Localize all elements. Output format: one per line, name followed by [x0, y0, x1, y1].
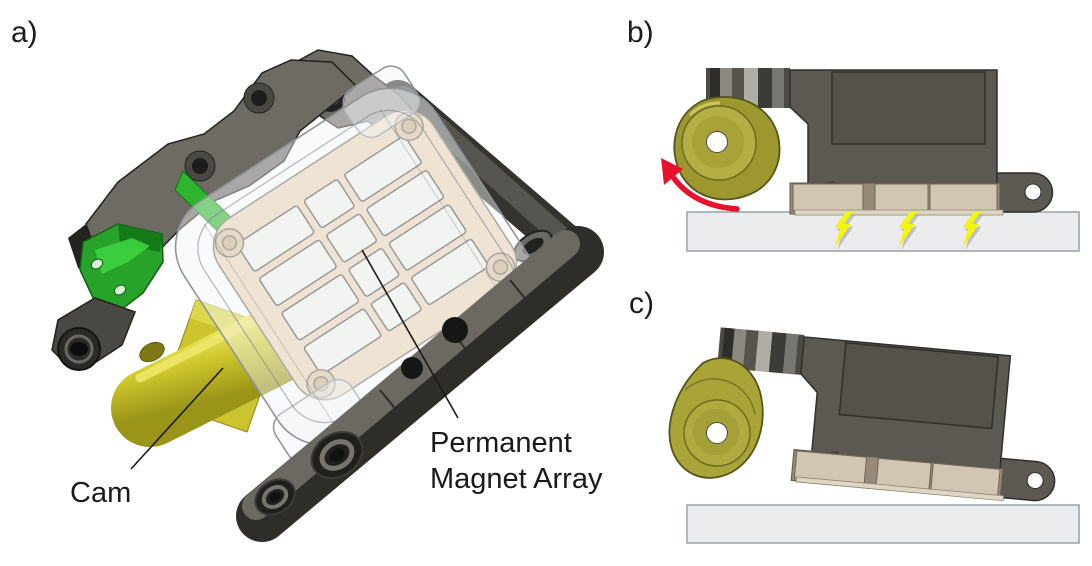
body-inner-panel: [831, 71, 986, 145]
mounting-tab: [996, 457, 1056, 502]
tab-hole: [1024, 183, 1042, 201]
panel-a-isometric-view: [51, 49, 604, 542]
plate-corner-bosses: [214, 111, 516, 399]
cam-shaft-hole: [706, 422, 728, 444]
cylinder-hole: [139, 341, 165, 363]
panel-b-side-view-engaged: [661, 68, 1080, 252]
tab-hole: [1026, 472, 1044, 490]
magnet-row: [789, 182, 1004, 216]
magnet-array-annotation: Permanent Magnet Array: [430, 426, 602, 498]
boss-hole: [70, 342, 88, 356]
front-rail: [236, 226, 604, 542]
base-plate: [686, 504, 1080, 544]
cam-wheel: [673, 96, 781, 201]
magnet-array-annotation-line1: Permanent: [430, 427, 572, 459]
panel-b-label: b): [627, 16, 654, 49]
base-plate: [686, 211, 1080, 252]
lightning-bolt-icon: [898, 212, 920, 250]
device-body: [706, 68, 1054, 216]
magnet-grid: [236, 135, 489, 375]
device-body-tilted: [717, 327, 1056, 502]
panel-c-side-view-released: [668, 327, 1080, 544]
cam-leader-line: [130, 367, 224, 470]
cam-snail-rotated: [668, 357, 764, 479]
green-bracket-hole: [90, 258, 104, 270]
panel-a-label: a): [11, 16, 38, 49]
lightning-bolt-icon: [834, 212, 856, 250]
magnet-row: [790, 449, 1005, 502]
lightning-bolt-icon: [962, 212, 984, 250]
lower-left-arm: [51, 297, 136, 371]
green-bracket-hole: [113, 284, 127, 296]
rotation-arrow-icon: [661, 158, 740, 212]
body-inner-panel: [838, 342, 1000, 430]
magnet-array-annotation-line2: Magnet Array: [430, 462, 603, 495]
cam-shaft-hole: [706, 131, 728, 153]
rail-hole: [442, 317, 468, 343]
cam-annotation: Cam: [70, 477, 132, 509]
magnet-array-leader-line: [361, 249, 459, 419]
panel-c-label: c): [629, 287, 654, 320]
rail-hole: [401, 357, 423, 379]
